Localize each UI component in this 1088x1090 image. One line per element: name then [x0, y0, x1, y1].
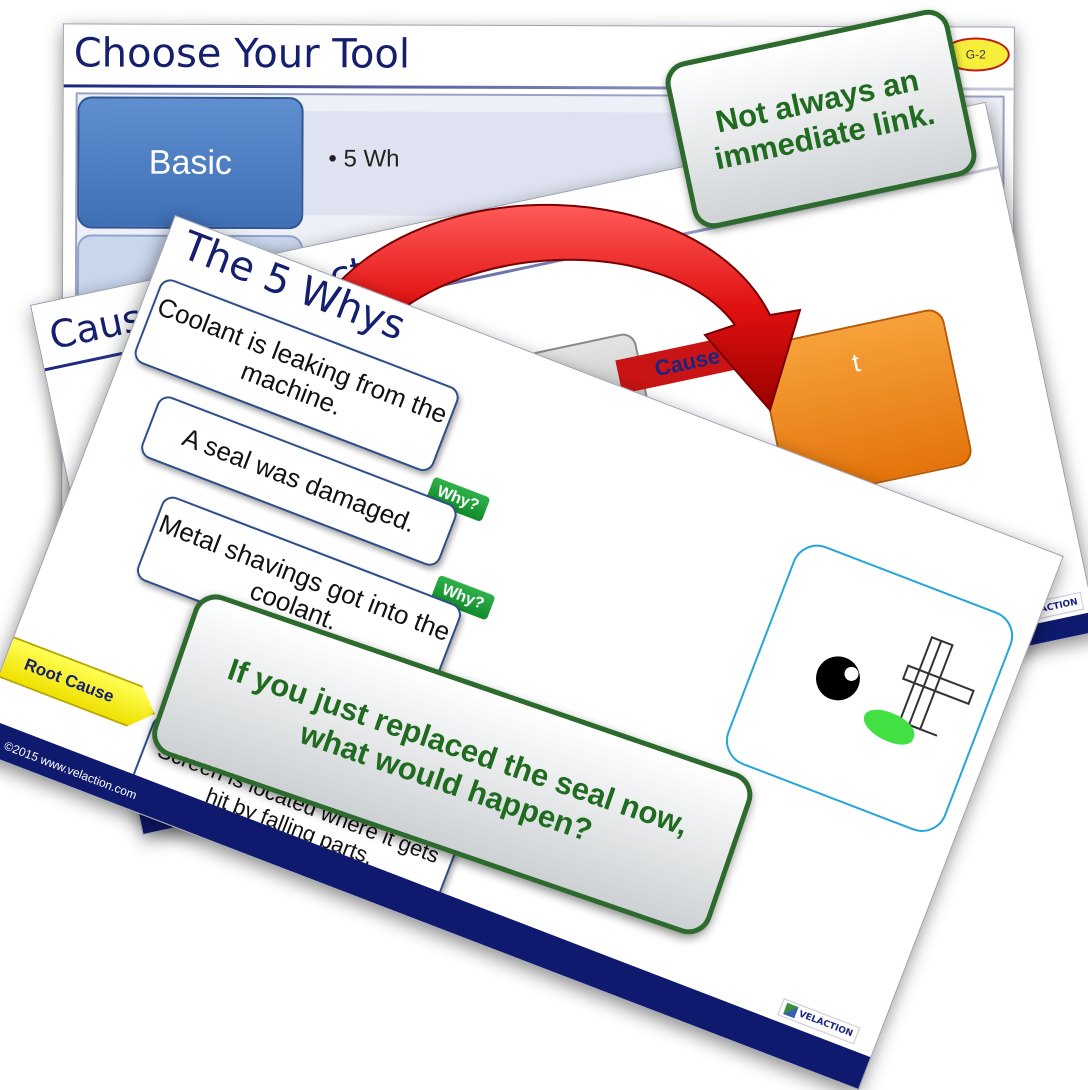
curved-arrow-icon: [318, 203, 802, 413]
slide-title: Choose Your Tool: [73, 30, 411, 78]
basic-bullet-text: • 5 Wh: [328, 145, 400, 173]
basic-tool-box: Basic: [77, 96, 304, 230]
slide-five-whys: The 5 Whys Coolant is leaking from the m…: [0, 215, 1064, 1090]
machine-icon: [880, 636, 975, 740]
machine-image-frame: [718, 537, 1021, 840]
drop-icon: [809, 649, 867, 707]
copyright-text: ©2015 www.velaction.com: [2, 738, 139, 803]
root-cause-arrow: Root Cause: [0, 627, 163, 734]
logo-cube-icon: [782, 1002, 799, 1019]
